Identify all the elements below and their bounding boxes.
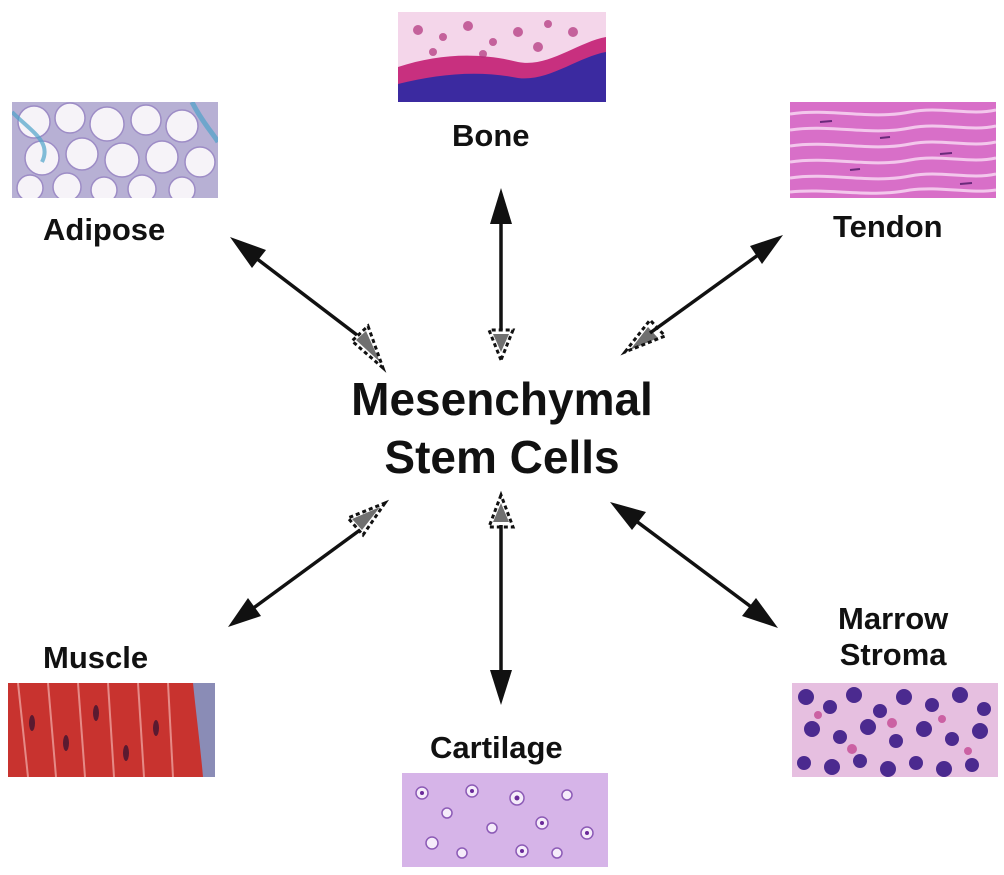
cartilage-histology-image xyxy=(402,773,608,867)
dashed-arrowhead-icon xyxy=(620,317,668,356)
label-tendon: Tendon xyxy=(833,209,943,244)
bone-histology-image xyxy=(398,12,606,102)
label-cartilage: Cartilage xyxy=(430,730,563,765)
label-muscle: Muscle xyxy=(43,640,149,675)
center-title: Mesenchymal Stem Cells xyxy=(0,370,1004,486)
tendon-histology-image xyxy=(790,102,996,198)
center-title-line2: Stem Cells xyxy=(384,431,620,483)
arrow-tendon xyxy=(620,235,783,356)
dashed-arrowhead-icon xyxy=(345,499,390,538)
adipose-histology-image xyxy=(12,102,218,198)
label-bone: Bone xyxy=(452,118,530,153)
arrow-bone xyxy=(486,188,516,365)
arrow-cartilage xyxy=(486,490,516,705)
arrow-muscle xyxy=(228,499,390,627)
label-marrow-line1: Marrow xyxy=(838,601,949,636)
label-marrow-line2: Stroma xyxy=(839,637,947,672)
dashed-arrowhead-icon xyxy=(486,490,516,529)
label-marrow-stroma: Marrow Stroma xyxy=(838,601,948,673)
marrow-stroma-histology-image xyxy=(792,683,998,777)
dashed-arrowhead-icon xyxy=(486,328,516,365)
arrow-adipose xyxy=(230,237,387,373)
label-adipose: Adipose xyxy=(43,212,166,247)
arrow-marrow-stroma xyxy=(610,502,778,628)
muscle-histology-image xyxy=(8,683,215,777)
center-title-line1: Mesenchymal xyxy=(351,373,653,425)
dashed-arrowhead-icon xyxy=(349,323,387,373)
